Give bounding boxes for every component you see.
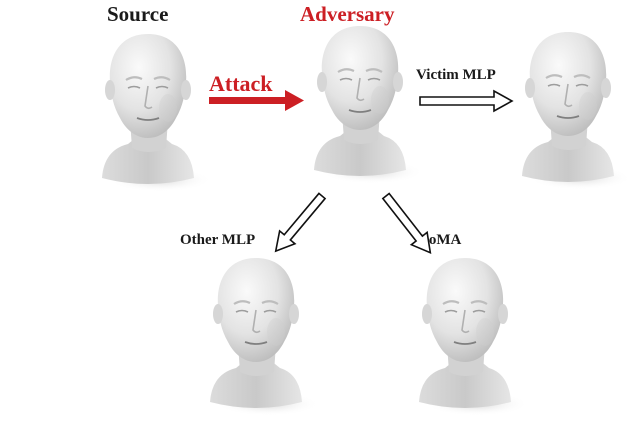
victim-face [508, 26, 628, 196]
coma-arrow [378, 190, 438, 259]
other-mlp-arrow [268, 190, 330, 258]
victim-arrow [420, 91, 512, 111]
other-mlp-face [196, 252, 316, 422]
coma-face [405, 252, 525, 422]
source-face [88, 28, 208, 198]
adversary-face [300, 20, 420, 190]
attack-arrow [209, 90, 304, 111]
